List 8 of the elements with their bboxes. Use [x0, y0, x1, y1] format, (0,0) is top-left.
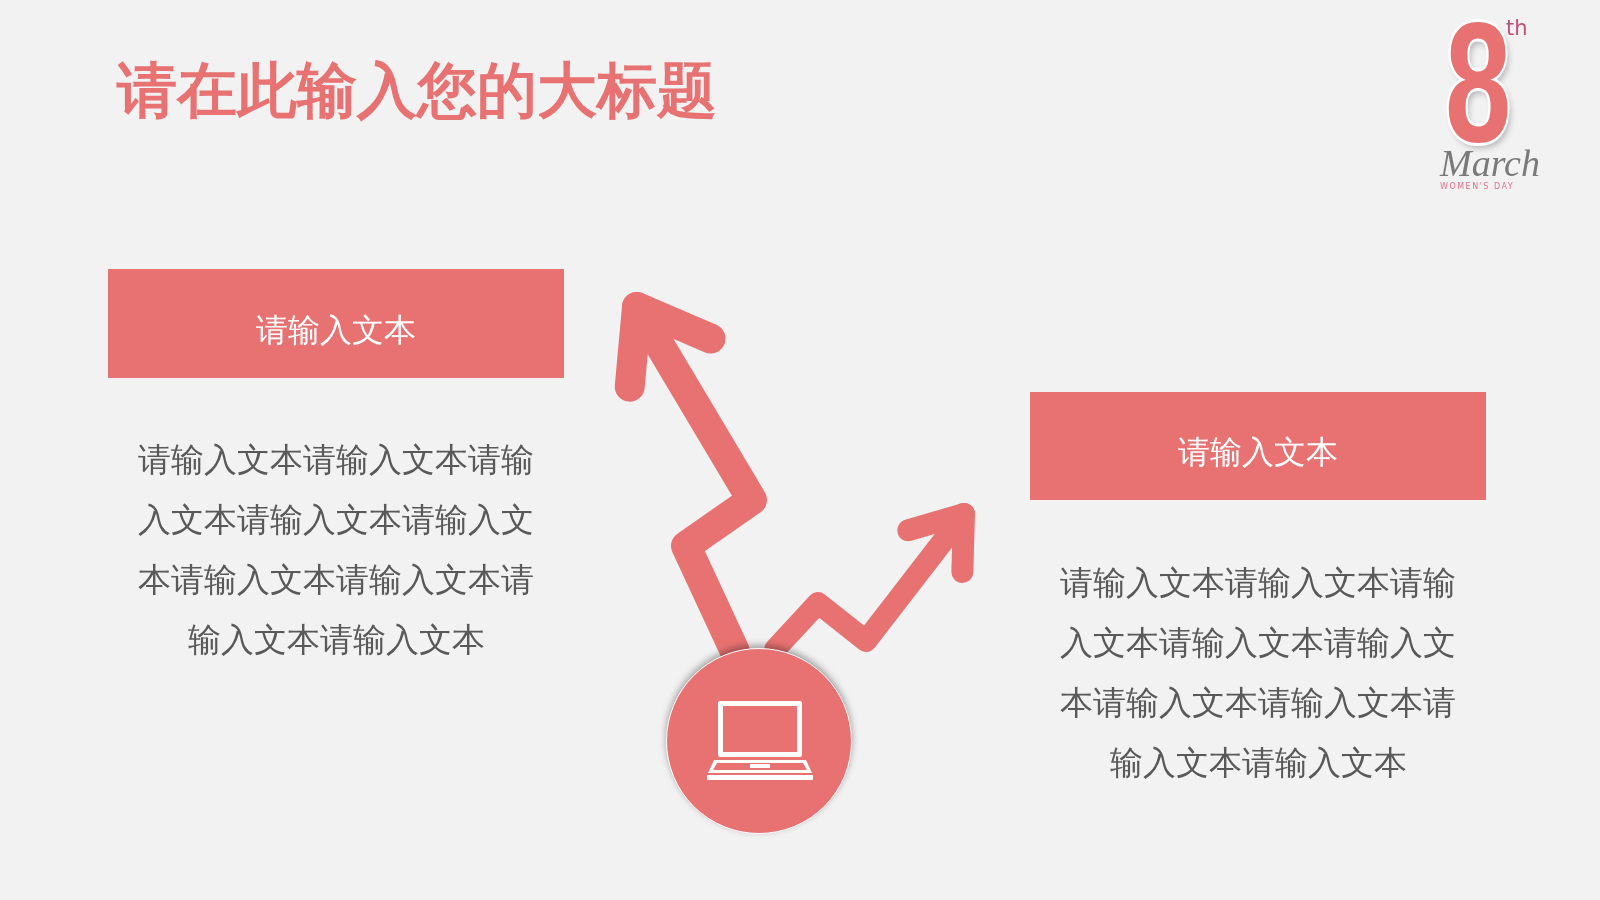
title: 请在此输入您的大标题: [117, 55, 717, 125]
text-banner: 请输入文本: [108, 269, 564, 378]
script-text: March: [1440, 146, 1540, 180]
body-text: 请输入文本请输入文本请输入文本请输入文本请输入文本请输入文本请输入文本请输入文本请输入文本: [1059, 562, 1457, 784]
body-text: 请输入文本请输入文本请输入文本请输入文本请输入文本请输入文本请输入文本请输入文本请输入文本: [137, 439, 535, 661]
ordinal-suffix: th: [1506, 18, 1528, 39]
text-banner: 请输入文本: [1030, 392, 1486, 500]
tagline: WOMEN'S DAY: [1440, 183, 1515, 191]
